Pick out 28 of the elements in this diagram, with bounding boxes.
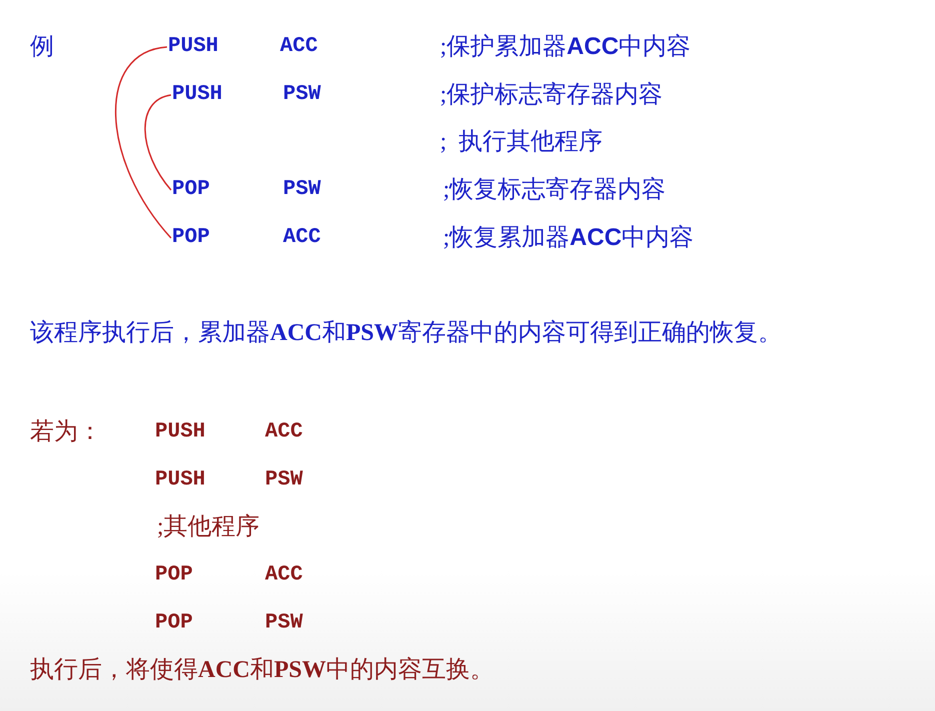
instruction-mnemonic: POP — [155, 564, 193, 586]
instruction-operand: PSW — [283, 83, 321, 107]
instruction-mnemonic: POP — [155, 612, 193, 634]
code-comment: ;保护累加器ACC中内容 — [440, 35, 691, 59]
instruction-operand: PSW — [265, 612, 303, 634]
instruction-mnemonic: PUSH — [155, 470, 206, 490]
instruction-operand: ACC — [280, 35, 318, 59]
instruction-mnemonic: PUSH — [168, 35, 218, 59]
instruction-operand: ACC — [265, 564, 303, 586]
explanation-text: 执行后，将使得ACC和PSW中的内容互换。 — [30, 658, 494, 682]
example-label: 例 — [30, 35, 54, 59]
instruction-mnemonic: POP — [172, 178, 210, 202]
explanation-text: 该程序执行后，累加器ACC和PSW寄存器中的内容可得到正确的恢复。 — [30, 321, 782, 345]
instruction-operand: PSW — [283, 178, 321, 202]
instruction-operand: ACC — [265, 422, 303, 442]
code-comment: ;恢复累加器ACC中内容 — [443, 226, 694, 250]
instruction-operand: PSW — [265, 470, 303, 490]
instruction-mnemonic: POP — [172, 226, 210, 250]
code-comment: ;恢复标志寄存器内容 — [443, 178, 666, 202]
code-comment: ;保护标志寄存器内容 — [440, 83, 663, 107]
bracket-line — [115, 46, 172, 238]
instruction-mnemonic: PUSH — [155, 422, 206, 442]
case-label: 若为： — [30, 420, 102, 444]
code-comment: ;其他程序 — [157, 515, 260, 539]
code-comment: ; 执行其他程序 — [440, 130, 603, 154]
instruction-mnemonic: PUSH — [172, 83, 222, 107]
instruction-operand: ACC — [283, 226, 321, 250]
bracket-line — [144, 94, 172, 190]
